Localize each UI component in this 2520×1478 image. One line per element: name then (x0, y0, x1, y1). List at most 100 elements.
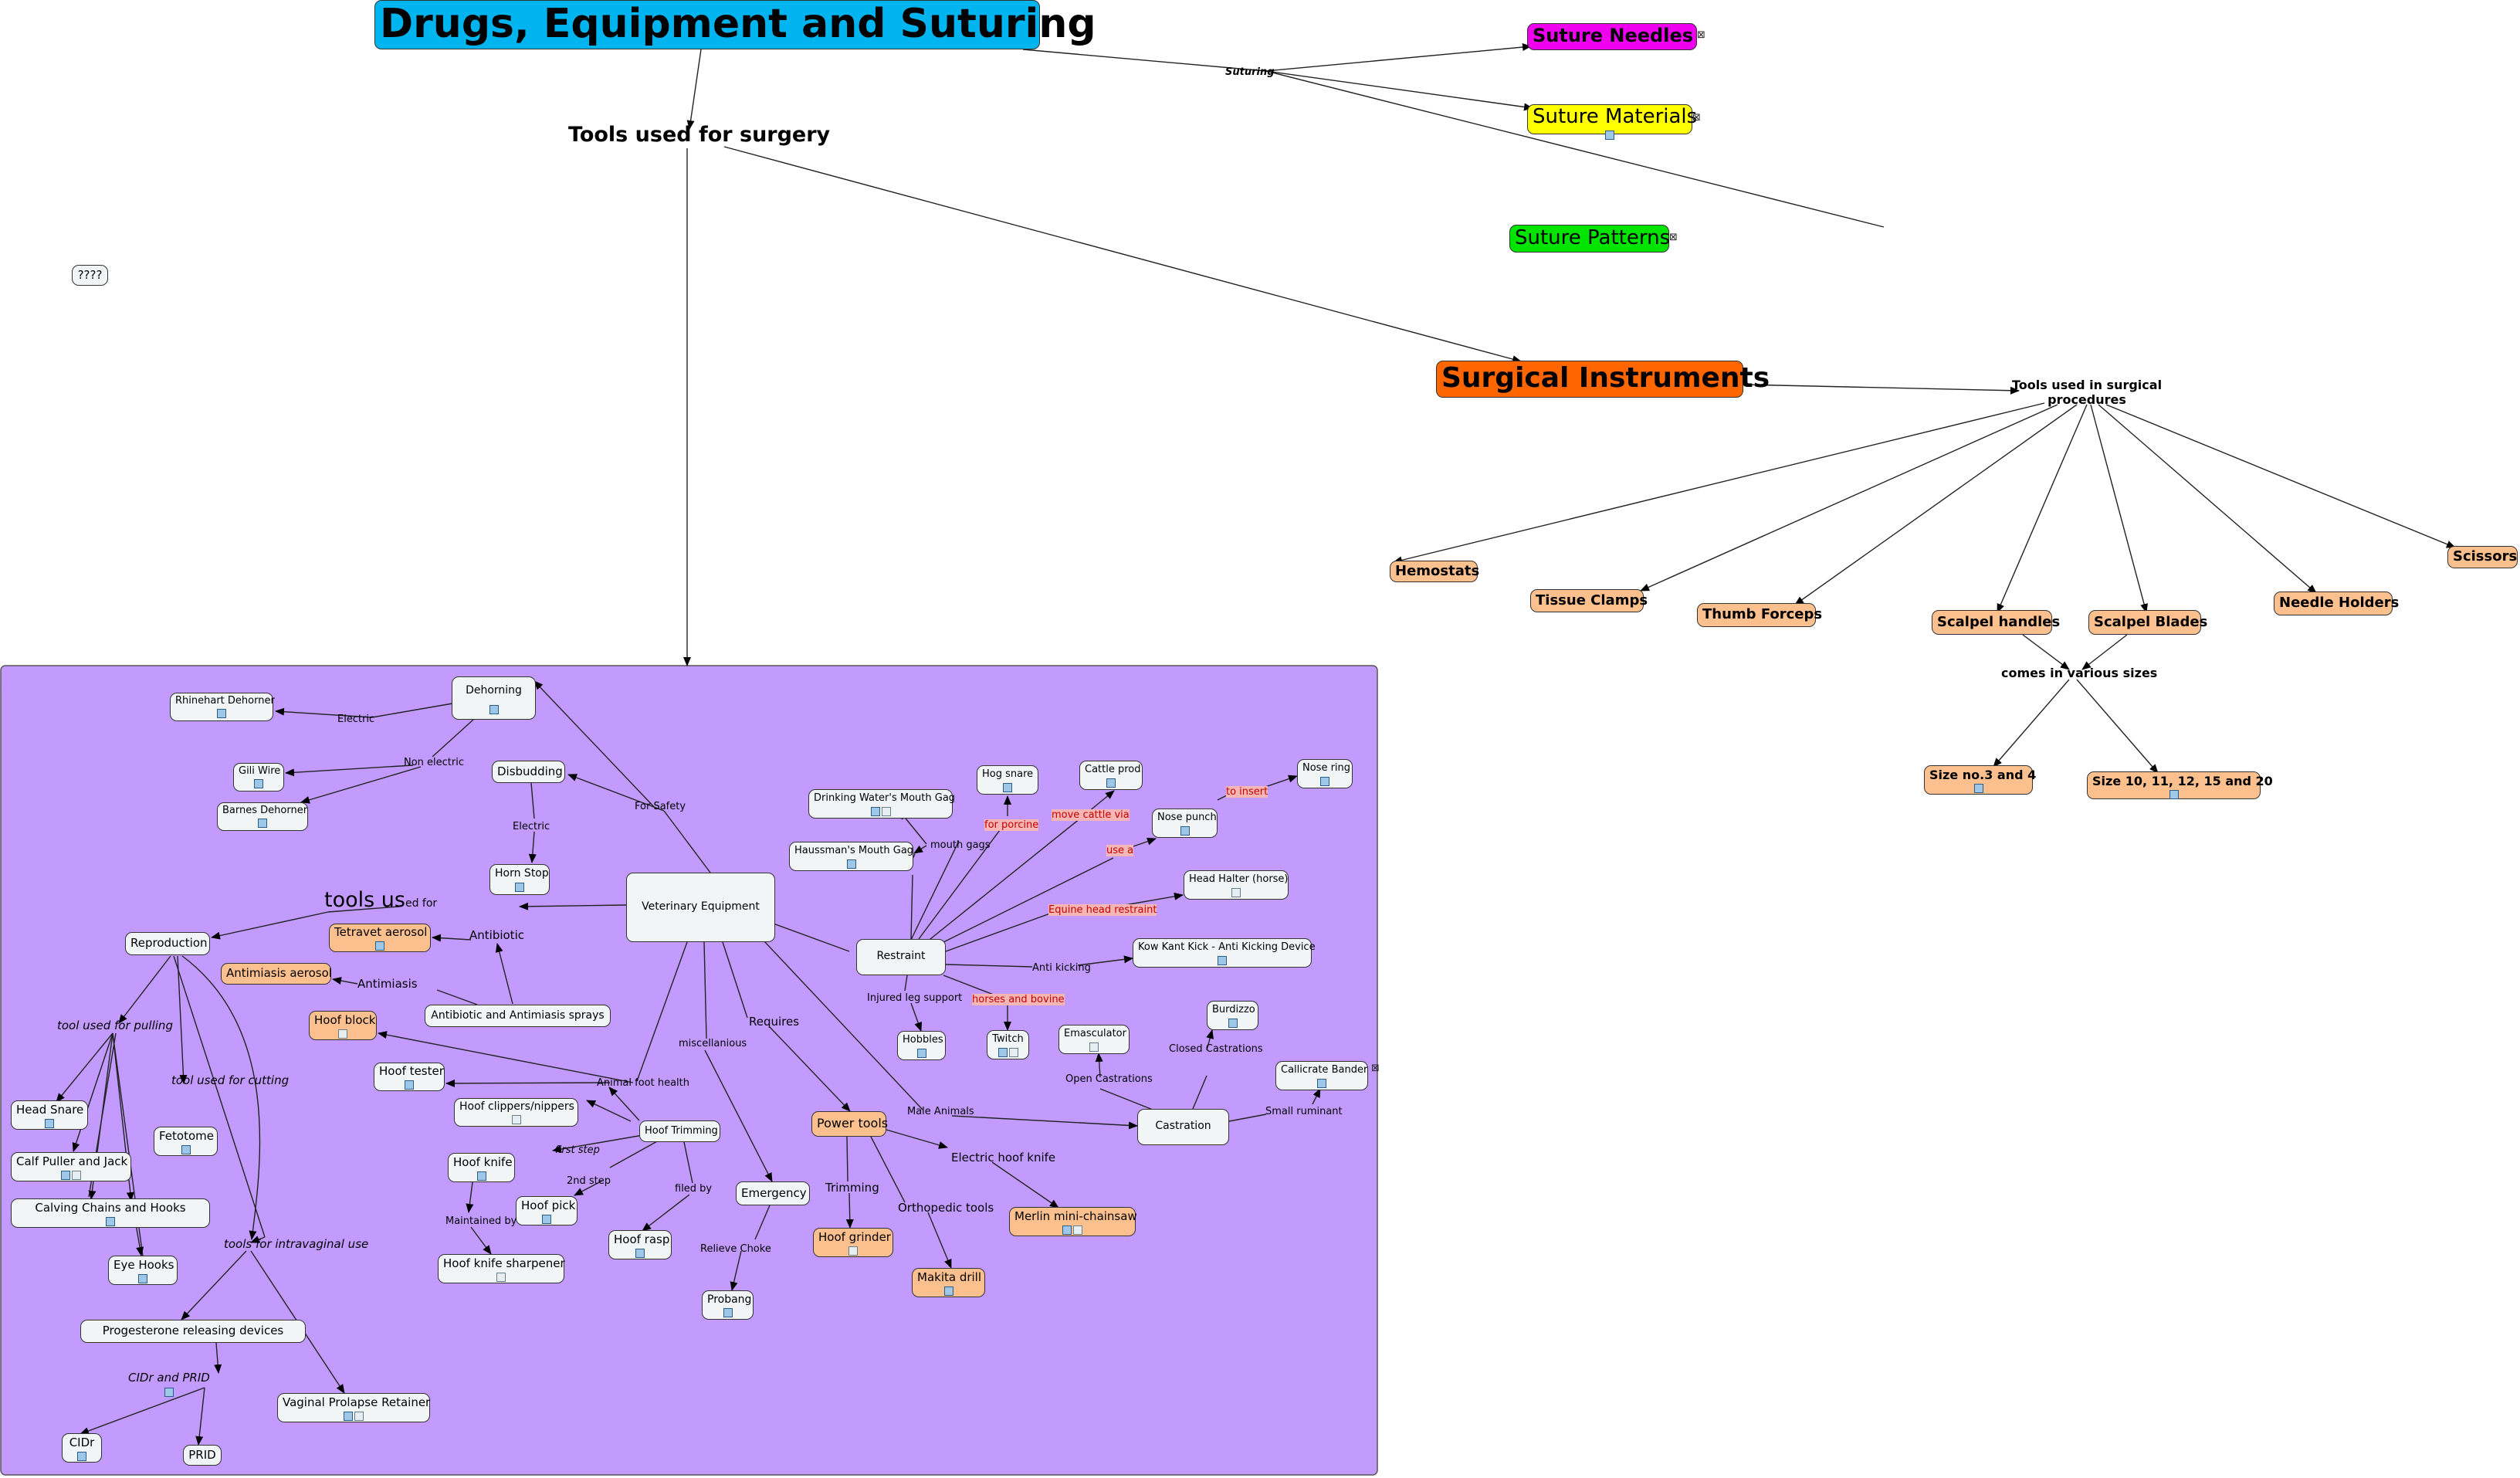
image-icon[interactable] (344, 1411, 353, 1421)
horn-stop-node[interactable]: Horn Stop (489, 864, 550, 895)
image-icon[interactable] (870, 807, 880, 816)
hoof-block-node[interactable]: Hoof block (309, 1011, 377, 1040)
scalpel-handles-node[interactable]: Scalpel handles (1932, 610, 2060, 635)
callicrate-bander-node[interactable]: Callicrate Bander (1275, 1061, 1368, 1090)
document-icon[interactable] (1089, 1042, 1099, 1052)
image-icon[interactable] (515, 883, 524, 892)
progesterone-node[interactable]: Progesterone releasing devices (80, 1320, 306, 1343)
fetotome-node[interactable]: Fetotome (154, 1127, 218, 1156)
probang-node[interactable]: Probang (702, 1290, 754, 1320)
tissue-clamps-node[interactable]: Tissue Clamps (1530, 589, 1648, 612)
document-icon[interactable] (848, 1246, 858, 1256)
power-tools-node[interactable]: Power tools (811, 1111, 888, 1137)
antibiotic-antimiasis-sprays-node[interactable]: Antibiotic and Antimiasis sprays (425, 1005, 611, 1027)
image-icon[interactable] (1180, 826, 1190, 836)
veterinary-equipment-node[interactable]: Veterinary Equipment (626, 873, 775, 942)
haussman-mouth-gag-node[interactable]: Haussman's Mouth Gag (789, 842, 913, 871)
emergency-node[interactable]: Emergency (736, 1181, 810, 1205)
tetravet-aerosol-node[interactable]: Tetravet aerosol (329, 924, 431, 952)
image-icon[interactable] (217, 709, 226, 718)
image-icon[interactable] (258, 819, 267, 828)
restraint-node[interactable]: Restraint (856, 939, 946, 975)
disbudding-node[interactable]: Disbudding (492, 761, 565, 783)
document-icon[interactable] (1008, 1048, 1018, 1057)
main-title-node[interactable]: Drugs, Equipment and Suturing (374, 0, 1096, 49)
size-10-20-node[interactable]: Size 10, 11, 12, 15 and 20 (2087, 771, 2273, 799)
image-icon[interactable] (405, 1080, 414, 1090)
nose-ring-node[interactable]: Nose ring (1297, 759, 1353, 788)
scissors-node[interactable]: Scissors (2447, 546, 2518, 568)
document-icon[interactable] (72, 1170, 81, 1180)
document-icon[interactable] (496, 1272, 506, 1282)
hoof-trimming-node[interactable]: Hoof Trimming (639, 1120, 720, 1142)
image-icon[interactable] (723, 1308, 733, 1317)
image-icon[interactable] (476, 1171, 486, 1181)
hoof-rasp-node[interactable]: Hoof rasp (608, 1230, 672, 1259)
image-icon[interactable] (375, 941, 384, 951)
head-halter-node[interactable]: Head Halter (horse) (1184, 870, 1289, 900)
expand-icon[interactable]: ⊠ (1371, 1063, 1380, 1074)
tools-used-for-surgery[interactable]: Tools used for surgery (568, 123, 831, 147)
document-icon[interactable] (1073, 1225, 1082, 1235)
tools-used-in-surgical-procedures[interactable]: Tools used in surgical procedures (2011, 378, 2163, 407)
gili-wire-node[interactable]: Gili Wire (233, 763, 284, 792)
reproduction-node[interactable]: Reproduction (125, 932, 210, 955)
image-icon[interactable] (1605, 130, 1614, 140)
image-icon[interactable] (106, 1216, 115, 1226)
document-icon[interactable] (881, 807, 891, 816)
needle-holders-node[interactable]: Needle Holders (2274, 592, 2399, 615)
emasculator-node[interactable]: Emasculator (1058, 1025, 1130, 1054)
expand-icon[interactable]: ⊠ (1692, 112, 1701, 124)
suture-needles-node[interactable]: Suture Needles (1527, 23, 1697, 50)
suture-materials-node[interactable]: Suture Materials (1527, 104, 1697, 140)
image-icon[interactable] (1218, 956, 1227, 965)
image-icon[interactable] (77, 1451, 86, 1461)
hoof-knife-sharpener-node[interactable]: Hoof knife sharpener (438, 1254, 565, 1283)
surgical-instruments-node[interactable]: Surgical Instruments (1436, 361, 1770, 398)
hoof-pick-node[interactable]: Hoof pick (516, 1196, 578, 1225)
image-icon[interactable] (1106, 778, 1116, 788)
image-icon[interactable] (1003, 783, 1012, 792)
image-icon[interactable] (138, 1273, 147, 1283)
hoof-grinder-node[interactable]: Hoof grinder (813, 1228, 893, 1257)
image-icon[interactable] (998, 1048, 1008, 1057)
hoof-tester-node[interactable]: Hoof tester (374, 1063, 445, 1091)
image-icon[interactable] (1062, 1225, 1072, 1235)
image-icon[interactable] (2169, 789, 2179, 799)
merlin-chainsaw-node[interactable]: Merlin mini-chainsaw (1009, 1207, 1137, 1236)
hoof-knife-node[interactable]: Hoof knife (448, 1153, 515, 1182)
scalpel-blades-node[interactable]: Scalpel Blades (2088, 610, 2207, 635)
head-snare-node[interactable]: Head Snare (11, 1100, 88, 1130)
image-icon[interactable] (846, 859, 856, 869)
suture-patterns-node[interactable]: Suture Patterns (1509, 225, 1670, 253)
image-icon[interactable] (254, 779, 263, 788)
burdizzo-node[interactable]: Burdizzo (1207, 1001, 1258, 1030)
image-icon[interactable] (45, 1118, 54, 1128)
document-icon[interactable] (511, 1115, 521, 1124)
image-icon[interactable] (181, 1144, 191, 1154)
document-icon[interactable] (1231, 888, 1241, 897)
hog-snare-node[interactable]: Hog snare (977, 765, 1038, 795)
image-icon[interactable] (916, 1049, 926, 1058)
cattle-prod-node[interactable]: Cattle prod (1079, 761, 1143, 790)
calf-puller-node[interactable]: Calf Puller and Jack (11, 1152, 131, 1181)
image-icon[interactable] (1973, 783, 1983, 793)
image-icon[interactable] (635, 1248, 645, 1258)
hobbles-node[interactable]: Hobbles (897, 1031, 946, 1060)
expand-icon[interactable]: ⊠ (1669, 232, 1678, 243)
image-icon[interactable] (1317, 1079, 1326, 1088)
antimiasis-aerosol-node[interactable]: Antimiasis aerosol (221, 963, 332, 985)
size-3-4-node[interactable]: Size no.3 and 4 (1924, 765, 2036, 795)
dehorning-node[interactable]: Dehorning (452, 676, 536, 720)
image-icon[interactable] (943, 1286, 953, 1296)
nose-punch-node[interactable]: Nose punch (1152, 808, 1218, 838)
expand-icon[interactable]: ⊠ (1697, 29, 1705, 41)
image-icon[interactable] (61, 1170, 70, 1180)
document-icon[interactable] (338, 1029, 347, 1039)
vaginal-retainer-node[interactable]: Vaginal Prolapse Retainer (277, 1393, 430, 1422)
barnes-dehorner-node[interactable]: Barnes Dehorner (217, 802, 308, 831)
castration-node[interactable]: Castration (1137, 1109, 1229, 1145)
document-icon[interactable] (354, 1411, 364, 1421)
unknown-node[interactable]: ???? (72, 265, 108, 286)
kow-kant-kick-node[interactable]: Kow Kant Kick - Anti Kicking Device (1133, 938, 1316, 968)
